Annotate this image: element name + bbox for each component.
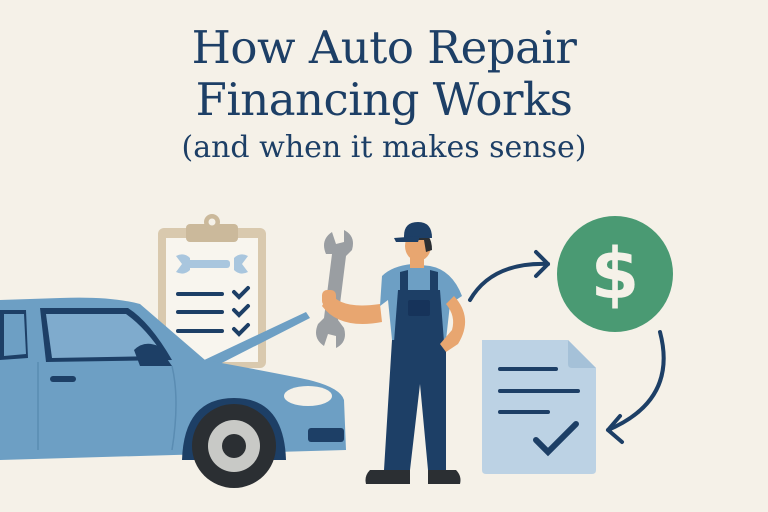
wrench-held-icon [316,230,353,348]
dollar-glyph: $ [591,233,640,315]
clipboard-icon [158,214,266,368]
title-block: How Auto Repair Financing Works (and whe… [0,22,768,168]
page-title-line-2: Financing Works [195,73,573,126]
document-check-icon [482,340,596,474]
car-icon [0,297,346,488]
wrench-icon [176,254,248,274]
page-title-line-1: How Auto Repair [191,21,577,74]
arrow-to-document-icon [606,330,666,444]
checklist [176,286,250,337]
arrow-to-dollar-icon [468,250,550,302]
mechanic-icon [316,222,466,484]
page-subtitle: (and when it makes sense) [181,130,587,165]
dollar-icon: $ [557,216,673,332]
